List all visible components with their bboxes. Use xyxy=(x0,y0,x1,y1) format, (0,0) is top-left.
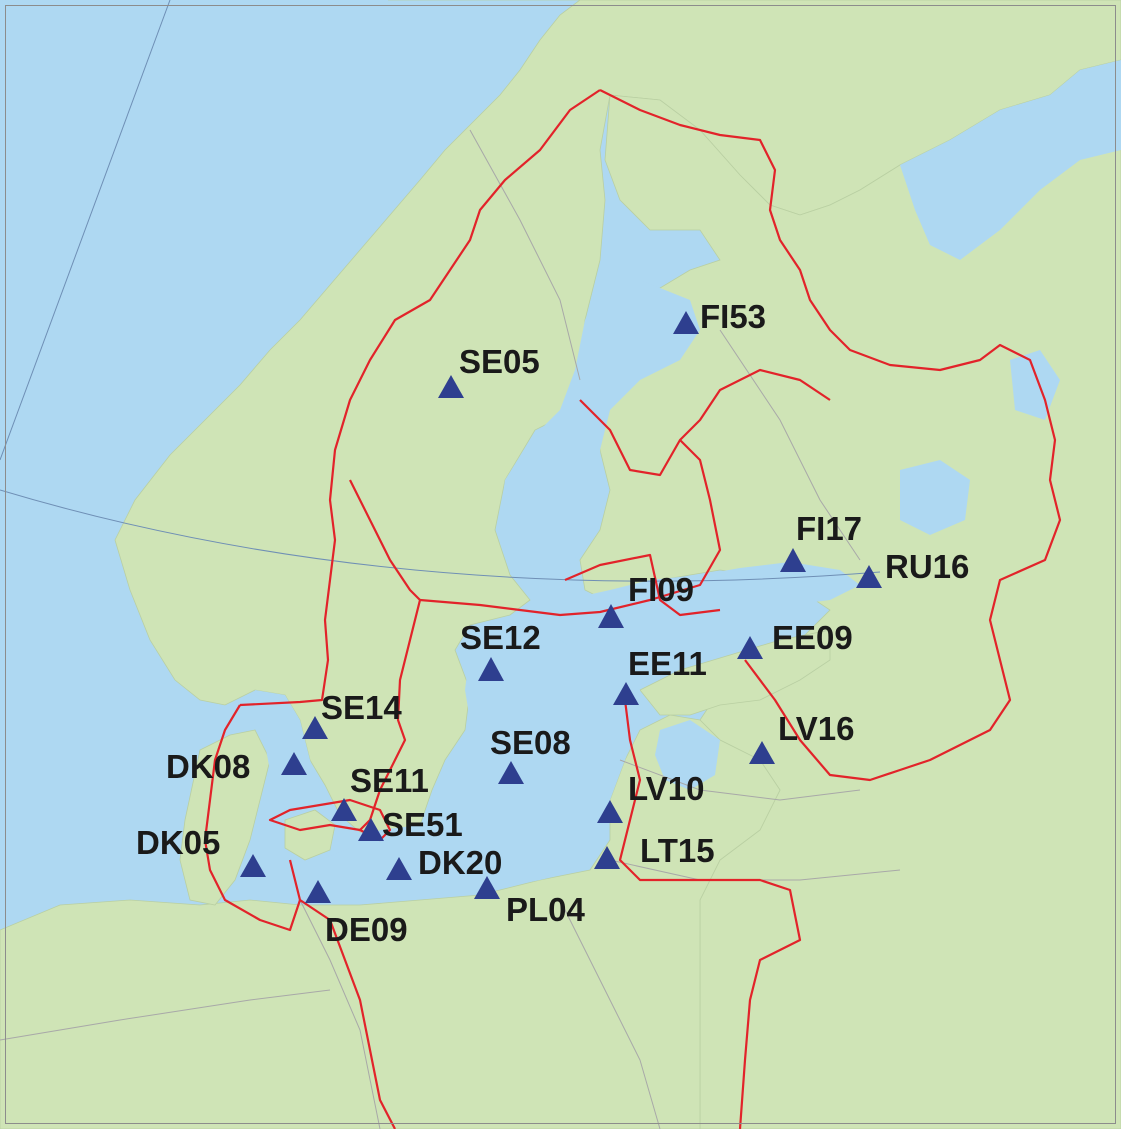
station-SE14[interactable]: SE14 xyxy=(302,689,402,739)
station-marker-triangle xyxy=(386,857,412,880)
graticule-parallel xyxy=(0,489,881,582)
station-label: PL04 xyxy=(506,891,586,928)
gulf-of-bothnia xyxy=(498,280,700,590)
station-label: DK05 xyxy=(136,824,220,861)
border-denmark xyxy=(203,704,302,932)
border-sweden-norway xyxy=(239,89,601,707)
station-label: RU16 xyxy=(885,548,969,585)
station-label: FI17 xyxy=(796,510,862,547)
station-DK05[interactable]: DK05 xyxy=(136,824,266,877)
station-marker-triangle xyxy=(331,798,357,821)
station-label: EE11 xyxy=(628,645,707,682)
station-FI09[interactable]: FI09 xyxy=(598,571,694,628)
station-label: DK20 xyxy=(418,844,502,881)
station-SE08[interactable]: SE08 xyxy=(490,724,571,784)
land-denmark xyxy=(179,729,271,906)
station-marker-triangle xyxy=(478,657,504,681)
station-label: SE51 xyxy=(382,806,463,843)
station-label: SE05 xyxy=(459,343,540,380)
station-RU16[interactable]: RU16 xyxy=(856,548,969,588)
station-SE05[interactable]: SE05 xyxy=(438,343,540,398)
station-marker-triangle xyxy=(438,375,464,398)
map-frame xyxy=(5,5,1116,1124)
station-marker-triangle xyxy=(597,800,623,823)
station-marker-triangle xyxy=(780,548,806,572)
station-EE09[interactable]: EE09 xyxy=(737,619,853,659)
station-FI53[interactable]: FI53 xyxy=(673,298,766,335)
kattegat xyxy=(255,690,320,810)
station-marker-triangle xyxy=(737,636,763,659)
station-SE11[interactable]: SE11 xyxy=(331,762,429,821)
station-SE12[interactable]: SE12 xyxy=(460,619,541,681)
station-marker-triangle xyxy=(240,854,266,877)
station-DK20[interactable]: DK20 xyxy=(386,844,502,881)
station-marker-triangle xyxy=(613,682,639,705)
station-SE51[interactable]: SE51 xyxy=(358,806,463,843)
station-marker-triangle xyxy=(673,311,699,334)
station-marker-triangle xyxy=(749,741,775,764)
border-finland-inner xyxy=(579,368,831,477)
station-LT15[interactable]: LT15 xyxy=(594,832,715,869)
land-estonia xyxy=(639,629,831,716)
white-sea xyxy=(900,60,1121,260)
border-gulf xyxy=(419,439,722,617)
station-marker-triangle xyxy=(594,846,620,869)
station-label: FI09 xyxy=(628,571,694,608)
station-marker-triangle xyxy=(498,761,524,784)
station-label: LT15 xyxy=(640,832,715,869)
station-marker-triangle xyxy=(358,818,384,841)
gulf-of-riga xyxy=(655,720,720,790)
border-finland-sweden xyxy=(599,89,1062,782)
station-DE09[interactable]: DE09 xyxy=(305,880,408,948)
border-aland xyxy=(564,553,721,617)
station-label: SE14 xyxy=(321,689,402,726)
lake-ladoga xyxy=(900,460,970,535)
station-label: LV10 xyxy=(628,770,704,807)
station-label: SE12 xyxy=(460,619,541,656)
border-baltic-east xyxy=(618,699,802,1129)
border-germany-poland xyxy=(288,859,396,1129)
stations: FI53 SE05 FI17 RU16 FI09 EE09 SE xyxy=(136,298,969,948)
border-danish-straits xyxy=(268,798,392,842)
country-borders xyxy=(203,89,1062,1129)
station-DK08[interactable]: DK08 xyxy=(166,748,307,785)
lake-onega xyxy=(1010,350,1060,420)
station-marker-triangle xyxy=(281,752,307,775)
station-marker-triangle xyxy=(856,565,882,588)
station-label: DK08 xyxy=(166,748,250,785)
station-marker-triangle xyxy=(474,876,500,899)
station-marker-triangle xyxy=(598,604,624,628)
station-FI17[interactable]: FI17 xyxy=(780,510,862,572)
station-marker-triangle xyxy=(305,880,331,903)
station-label: DE09 xyxy=(325,911,408,948)
land-zealand xyxy=(284,809,336,861)
graticule-meridian xyxy=(0,0,171,461)
station-PL04[interactable]: PL04 xyxy=(474,876,586,928)
station-label: SE11 xyxy=(350,762,429,799)
station-label: SE08 xyxy=(490,724,571,761)
border-sweden-south xyxy=(349,479,422,831)
station-EE11[interactable]: EE11 xyxy=(613,645,707,705)
station-label: LV16 xyxy=(778,710,854,747)
station-LV10[interactable]: LV10 xyxy=(597,770,704,823)
graticule xyxy=(0,0,881,582)
station-label: FI53 xyxy=(700,298,766,335)
station-marker-triangle xyxy=(302,716,328,739)
station-label: EE09 xyxy=(772,619,853,656)
station-LV16[interactable]: LV16 xyxy=(749,710,854,764)
